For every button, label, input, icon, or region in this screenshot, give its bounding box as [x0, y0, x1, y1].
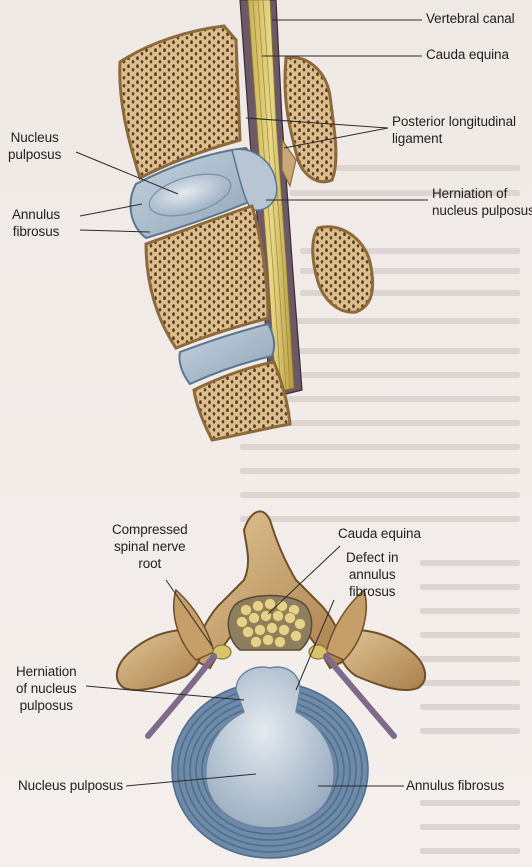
label-nucleus-top-line2: pulposus: [8, 147, 61, 164]
label-nucleus-top-line1: Nucleus: [8, 130, 61, 147]
label-compressed-line2: spinal nerve: [112, 539, 188, 556]
label-herniation-bottom-line2: of nucleus: [16, 681, 77, 698]
label-herniation-bottom: Herniation of nucleus pulposus: [16, 664, 77, 715]
label-herniation-top: Herniation of nucleus pulposus: [432, 186, 532, 220]
label-herniation-top-line2: nucleus pulposus: [432, 203, 532, 220]
label-nucleus-pulposus-top: Nucleus pulposus: [8, 130, 61, 164]
label-defect-line2: annulus: [346, 567, 398, 584]
label-pll-line1: Posterior longitudinal: [392, 114, 516, 131]
label-pll-line2: ligament: [392, 131, 516, 148]
label-compressed-line1: Compressed: [112, 522, 188, 539]
label-nucleus-pulposus-bottom: Nucleus pulposus: [18, 778, 123, 795]
label-annulus-fibrosus-bottom: Annulus fibrosus: [406, 778, 504, 795]
label-cauda-equina-top: Cauda equina: [426, 47, 509, 64]
leader-herniation-bottom: [86, 686, 244, 700]
spinous-process-lower: [313, 227, 373, 312]
label-herniation-top-line1: Herniation of: [432, 186, 532, 203]
label-herniation-bottom-line3: pulposus: [16, 698, 77, 715]
label-annulus-top-line1: Annulus: [12, 207, 60, 224]
label-defect-annulus: Defect in annulus fibrosus: [346, 550, 398, 601]
label-annulus-fibrosus-top: Annulus fibrosus: [12, 207, 60, 241]
label-posterior-longitudinal-ligament: Posterior longitudinal ligament: [392, 114, 516, 148]
label-annulus-top-line2: fibrosus: [12, 224, 60, 241]
label-cauda-equina-bottom: Cauda equina: [338, 526, 421, 543]
label-defect-line3: fibrosus: [346, 584, 398, 601]
label-compressed-line3: root: [112, 556, 188, 573]
label-defect-line1: Defect in: [346, 550, 398, 567]
label-herniation-bottom-line1: Herniation: [16, 664, 77, 681]
label-vertebral-canal: Vertebral canal: [426, 11, 515, 28]
label-compressed-root: Compressed spinal nerve root: [112, 522, 188, 573]
